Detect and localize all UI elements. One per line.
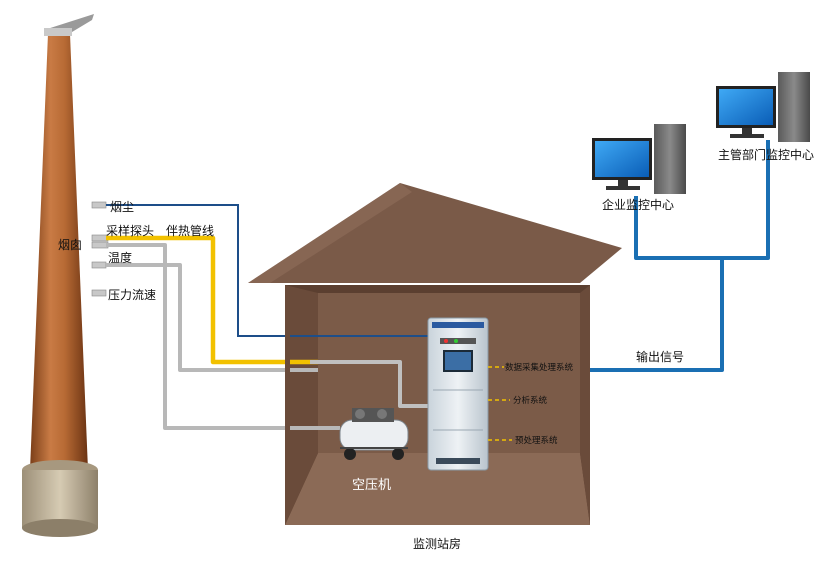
authority-computer <box>716 72 810 142</box>
inside-pipes <box>290 335 428 430</box>
station-label: 监测站房 <box>413 537 462 551</box>
port-heat <box>91 241 109 249</box>
air-compressor <box>339 408 409 460</box>
authority-center-label: 主管部门监控中心 <box>718 148 815 162</box>
pretreatment-module-label: 预处理系统 <box>515 436 558 446</box>
dust-label: 烟尘 <box>110 200 135 214</box>
chimney-ports <box>91 201 109 297</box>
port-dust <box>91 201 107 209</box>
chimney <box>22 14 98 537</box>
analyzer-cabinet <box>427 317 489 471</box>
enterprise-center-label: 企业监控中心 <box>602 198 675 212</box>
chimney-label: 烟囱 <box>58 238 83 252</box>
module-leaders <box>488 366 512 441</box>
daq-module-label: 数据采集处理系统 <box>505 363 574 373</box>
heat-trace-line <box>106 235 290 365</box>
network-lines <box>590 140 770 372</box>
enterprise-computer <box>592 124 686 194</box>
dust-signal-line <box>106 204 290 337</box>
heat-line-label: 伴热管线 <box>166 224 215 238</box>
temperature-label: 温度 <box>108 251 133 265</box>
pressure-flow-label: 压力流速 <box>108 288 157 302</box>
port-pressure <box>91 289 107 297</box>
gray-pipes <box>106 243 290 430</box>
port-temperature <box>91 261 107 269</box>
probe-label: 采样探头 <box>106 224 155 238</box>
output-signal-label: 输出信号 <box>636 350 685 364</box>
compressor-label: 空压机 <box>352 478 392 493</box>
analysis-module-label: 分析系统 <box>513 396 548 406</box>
